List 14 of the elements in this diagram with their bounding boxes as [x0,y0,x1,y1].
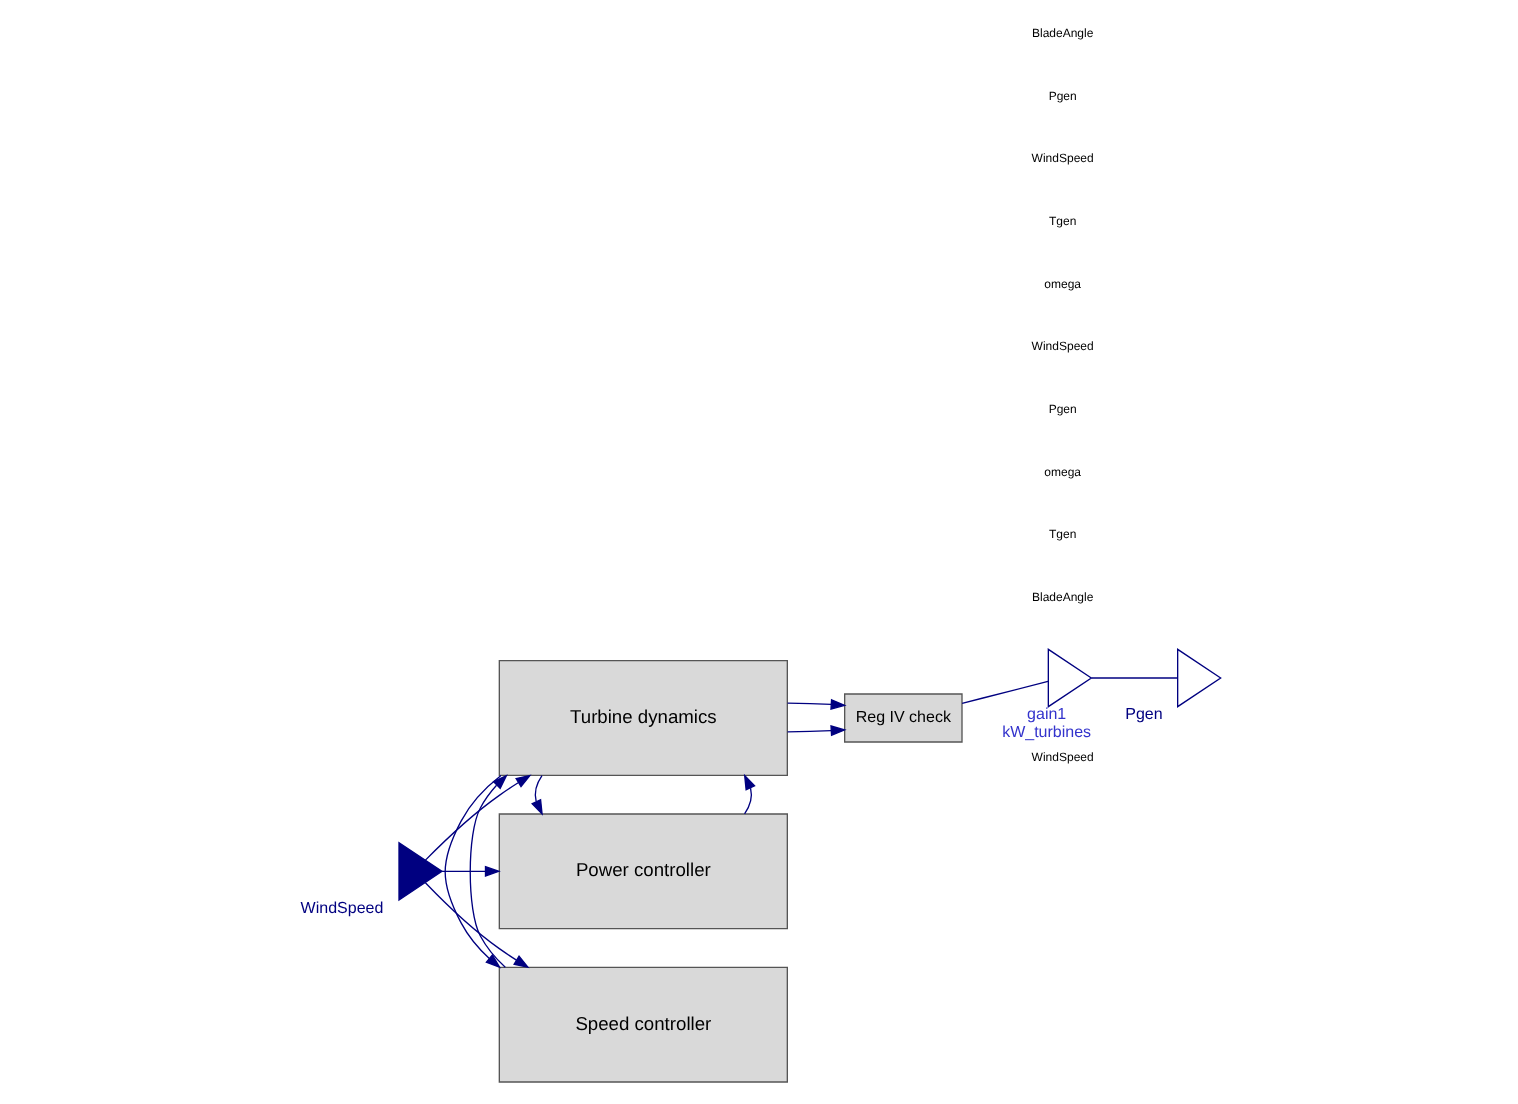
connector [960,680,1048,704]
arrow [785,698,846,710]
node-box: Speed controller [497,966,787,1083]
node-box: Turbine dynamics [497,660,787,776]
connector [1089,677,1178,679]
arrow [443,774,501,969]
arrow [468,774,507,968]
arrow [785,725,846,737]
arrow [423,774,531,861]
arrow [423,882,529,969]
arrow [530,775,542,816]
node-box: Power controller [497,813,787,930]
arrow [742,773,755,815]
arrow [440,865,500,877]
